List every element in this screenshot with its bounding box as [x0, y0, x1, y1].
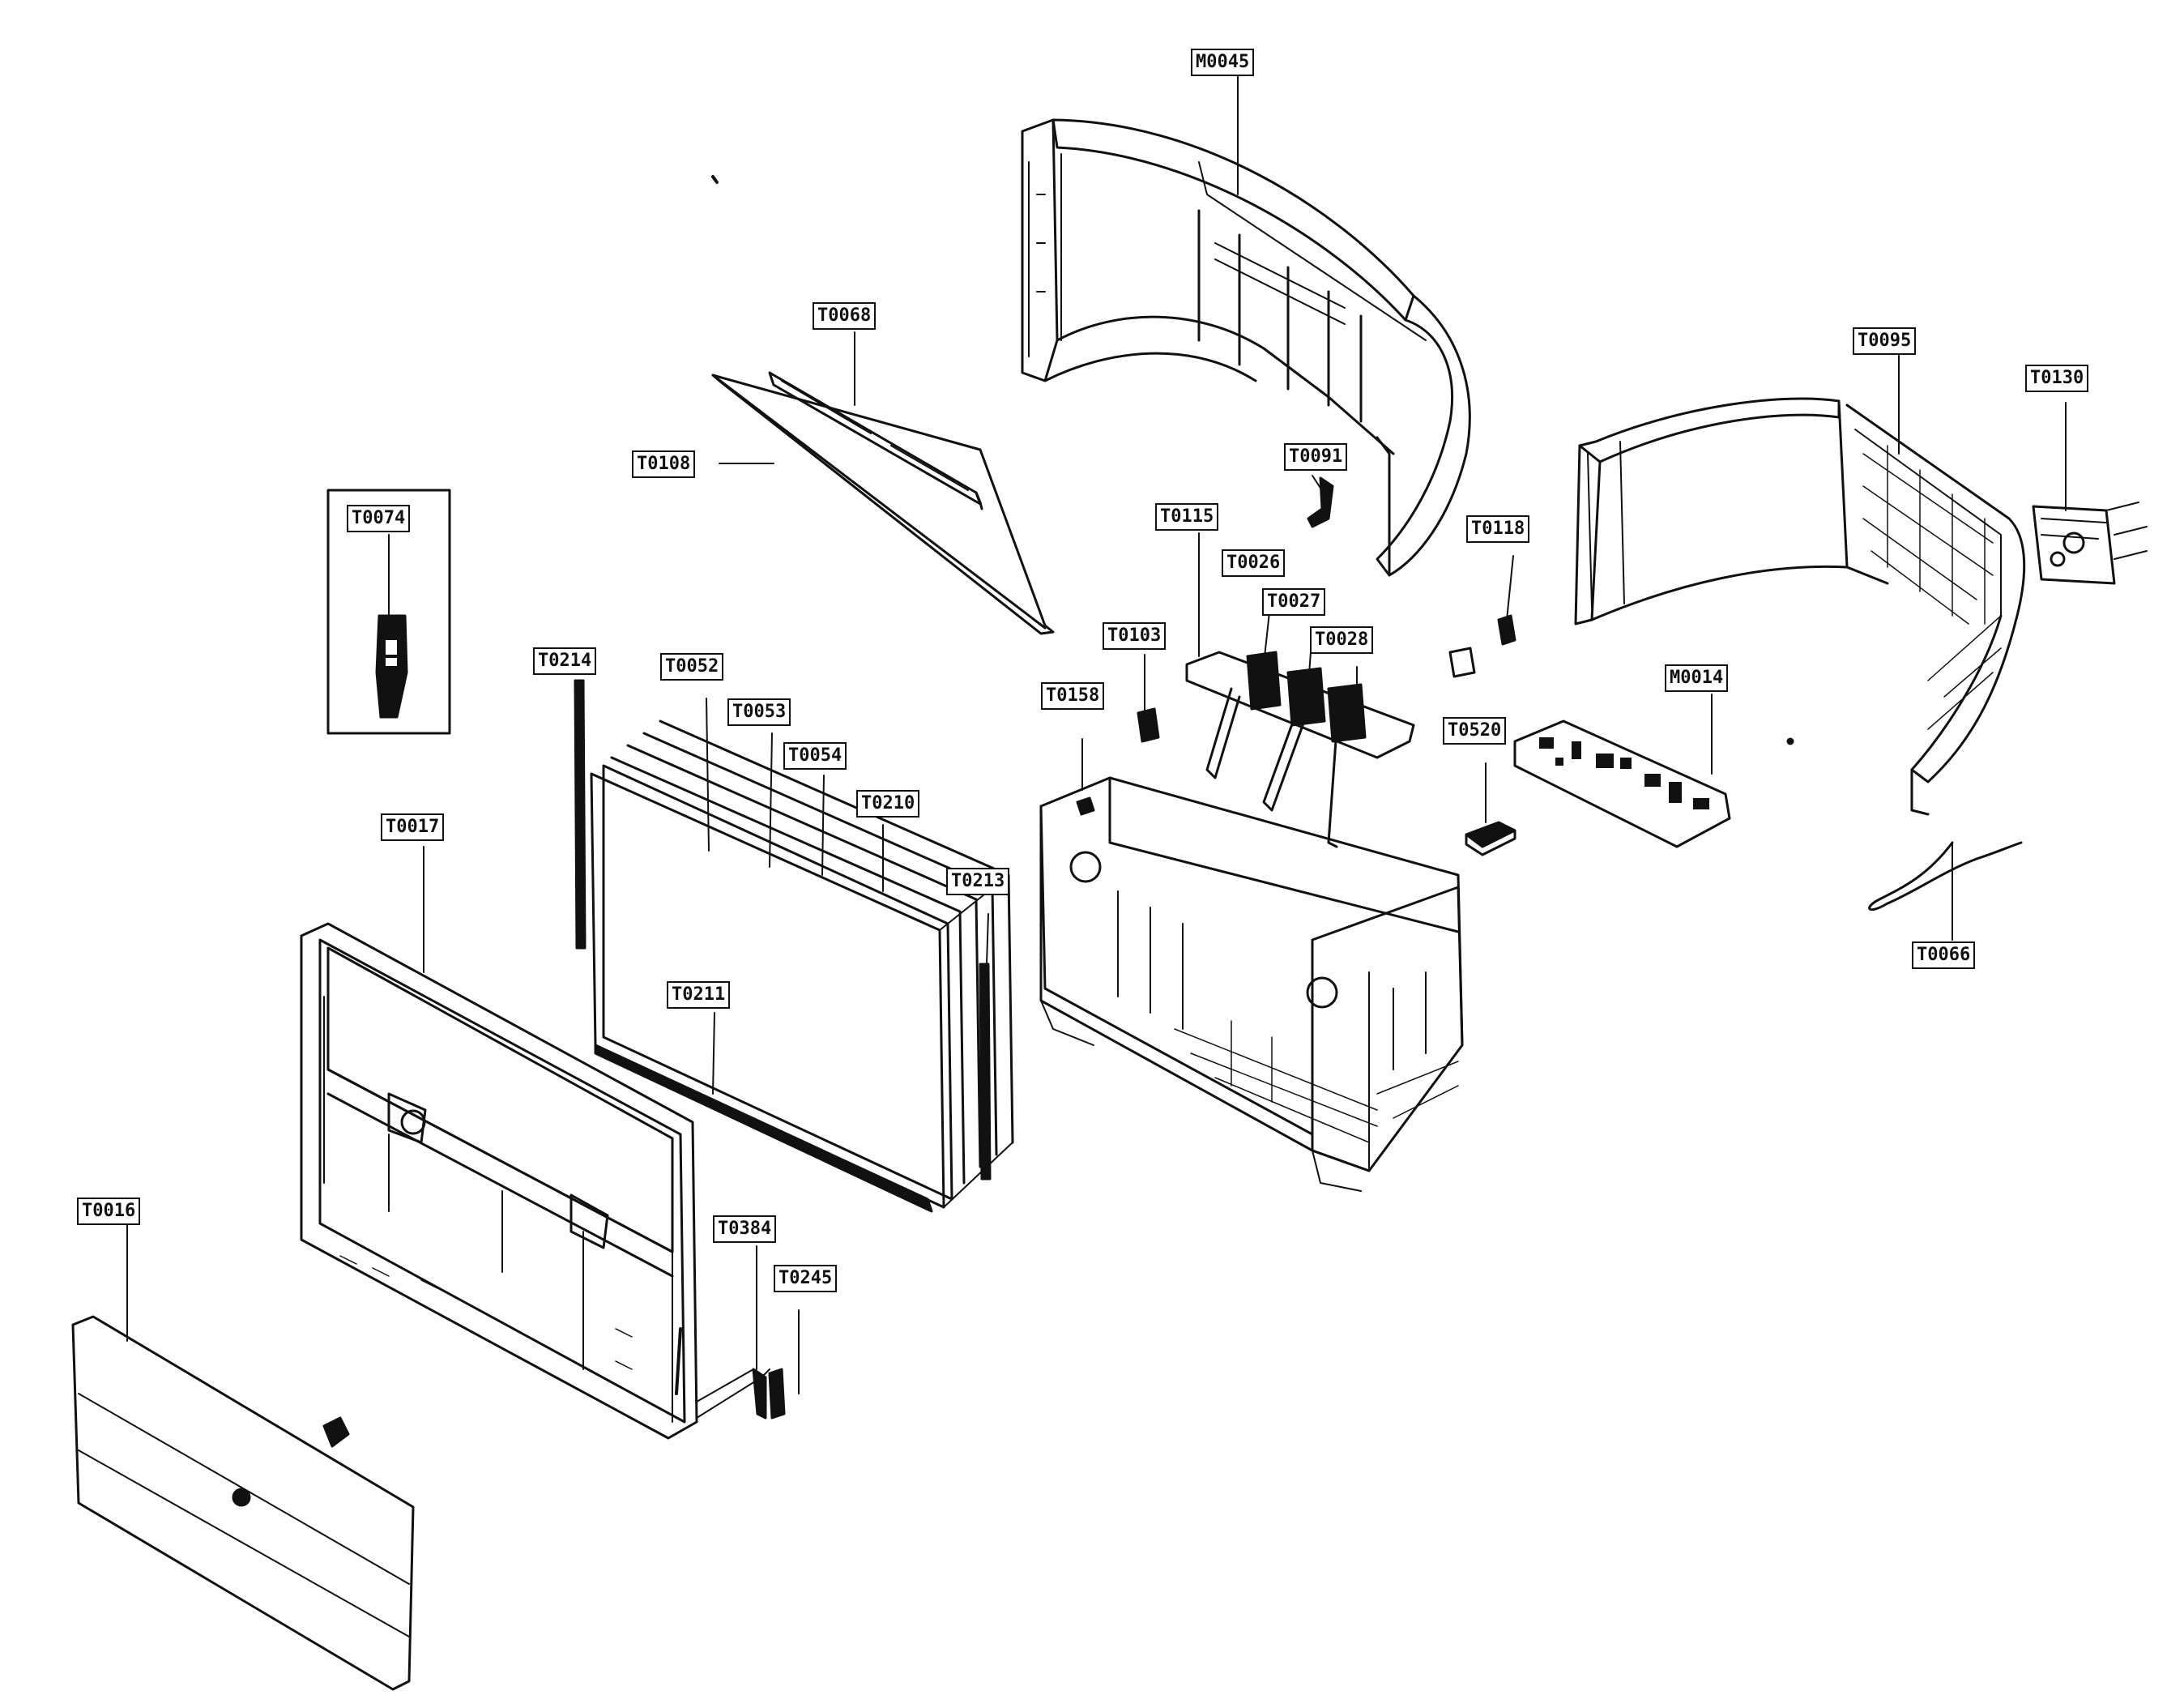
- label-t0108: T0108: [632, 450, 696, 478]
- remote-box: [326, 489, 451, 735]
- label-t0211: T0211: [667, 981, 731, 1009]
- label-t0066: T0066: [1912, 941, 1976, 969]
- leader-lines: [126, 74, 2067, 1394]
- label-t0052: T0052: [660, 653, 724, 681]
- label-t0074: T0074: [347, 505, 411, 532]
- small-connector: [1448, 614, 1516, 678]
- label-t0026: T0026: [1222, 549, 1286, 577]
- rear-terminal-panel: [2032, 502, 2148, 585]
- power-cord: [1868, 841, 2023, 912]
- label-t0016: T0016: [77, 1198, 141, 1225]
- label-t0384: T0384: [713, 1215, 777, 1243]
- label-t0520: T0520: [1443, 717, 1507, 745]
- label-t0118: T0118: [1466, 515, 1530, 543]
- main-circuit-board: [1513, 719, 1731, 848]
- label-t0017: T0017: [381, 813, 445, 841]
- label-t0214: T0214: [533, 647, 597, 675]
- bracket-part: [1307, 476, 1334, 528]
- label-t0095: T0095: [1853, 327, 1917, 355]
- label-t0028: T0028: [1310, 626, 1374, 654]
- vertical-rail-right: [979, 963, 992, 1181]
- bracket-t0245: [768, 1368, 786, 1420]
- label-t0130: T0130: [2025, 365, 2089, 392]
- lower-rail: [594, 1044, 933, 1213]
- screen-assembly: [590, 719, 1014, 1209]
- label-t0158: T0158: [1041, 682, 1105, 710]
- label-t0213: T0213: [946, 868, 1010, 895]
- light-engine: [1185, 651, 1415, 848]
- frame-side-bracket: [696, 1368, 770, 1420]
- mirror-panel: [711, 374, 1055, 635]
- label-t0054: T0054: [783, 742, 847, 770]
- vertical-rail-left: [574, 679, 587, 950]
- label-t0027: T0027: [1262, 588, 1326, 616]
- label-t0091: T0091: [1284, 443, 1348, 471]
- rear-cabinet-back: [1574, 397, 2026, 816]
- front-frame: [300, 922, 698, 1440]
- mirror-strip: [768, 371, 983, 510]
- small-board-t0520: [1465, 821, 1516, 856]
- rear-cabinet-upper: [1021, 118, 1471, 577]
- label-m0014: M0014: [1665, 664, 1729, 692]
- label-t0068: T0068: [813, 302, 877, 330]
- front-grille-panel: [71, 1315, 415, 1691]
- label-m0045: M0045: [1191, 49, 1255, 76]
- main-chassis: [1039, 776, 1464, 1192]
- label-t0053: T0053: [727, 698, 791, 726]
- label-t0115: T0115: [1155, 503, 1219, 531]
- label-t0245: T0245: [774, 1265, 838, 1292]
- label-t0103: T0103: [1103, 622, 1167, 650]
- small-part-t0103: [1137, 707, 1160, 743]
- label-t0210: T0210: [856, 790, 920, 818]
